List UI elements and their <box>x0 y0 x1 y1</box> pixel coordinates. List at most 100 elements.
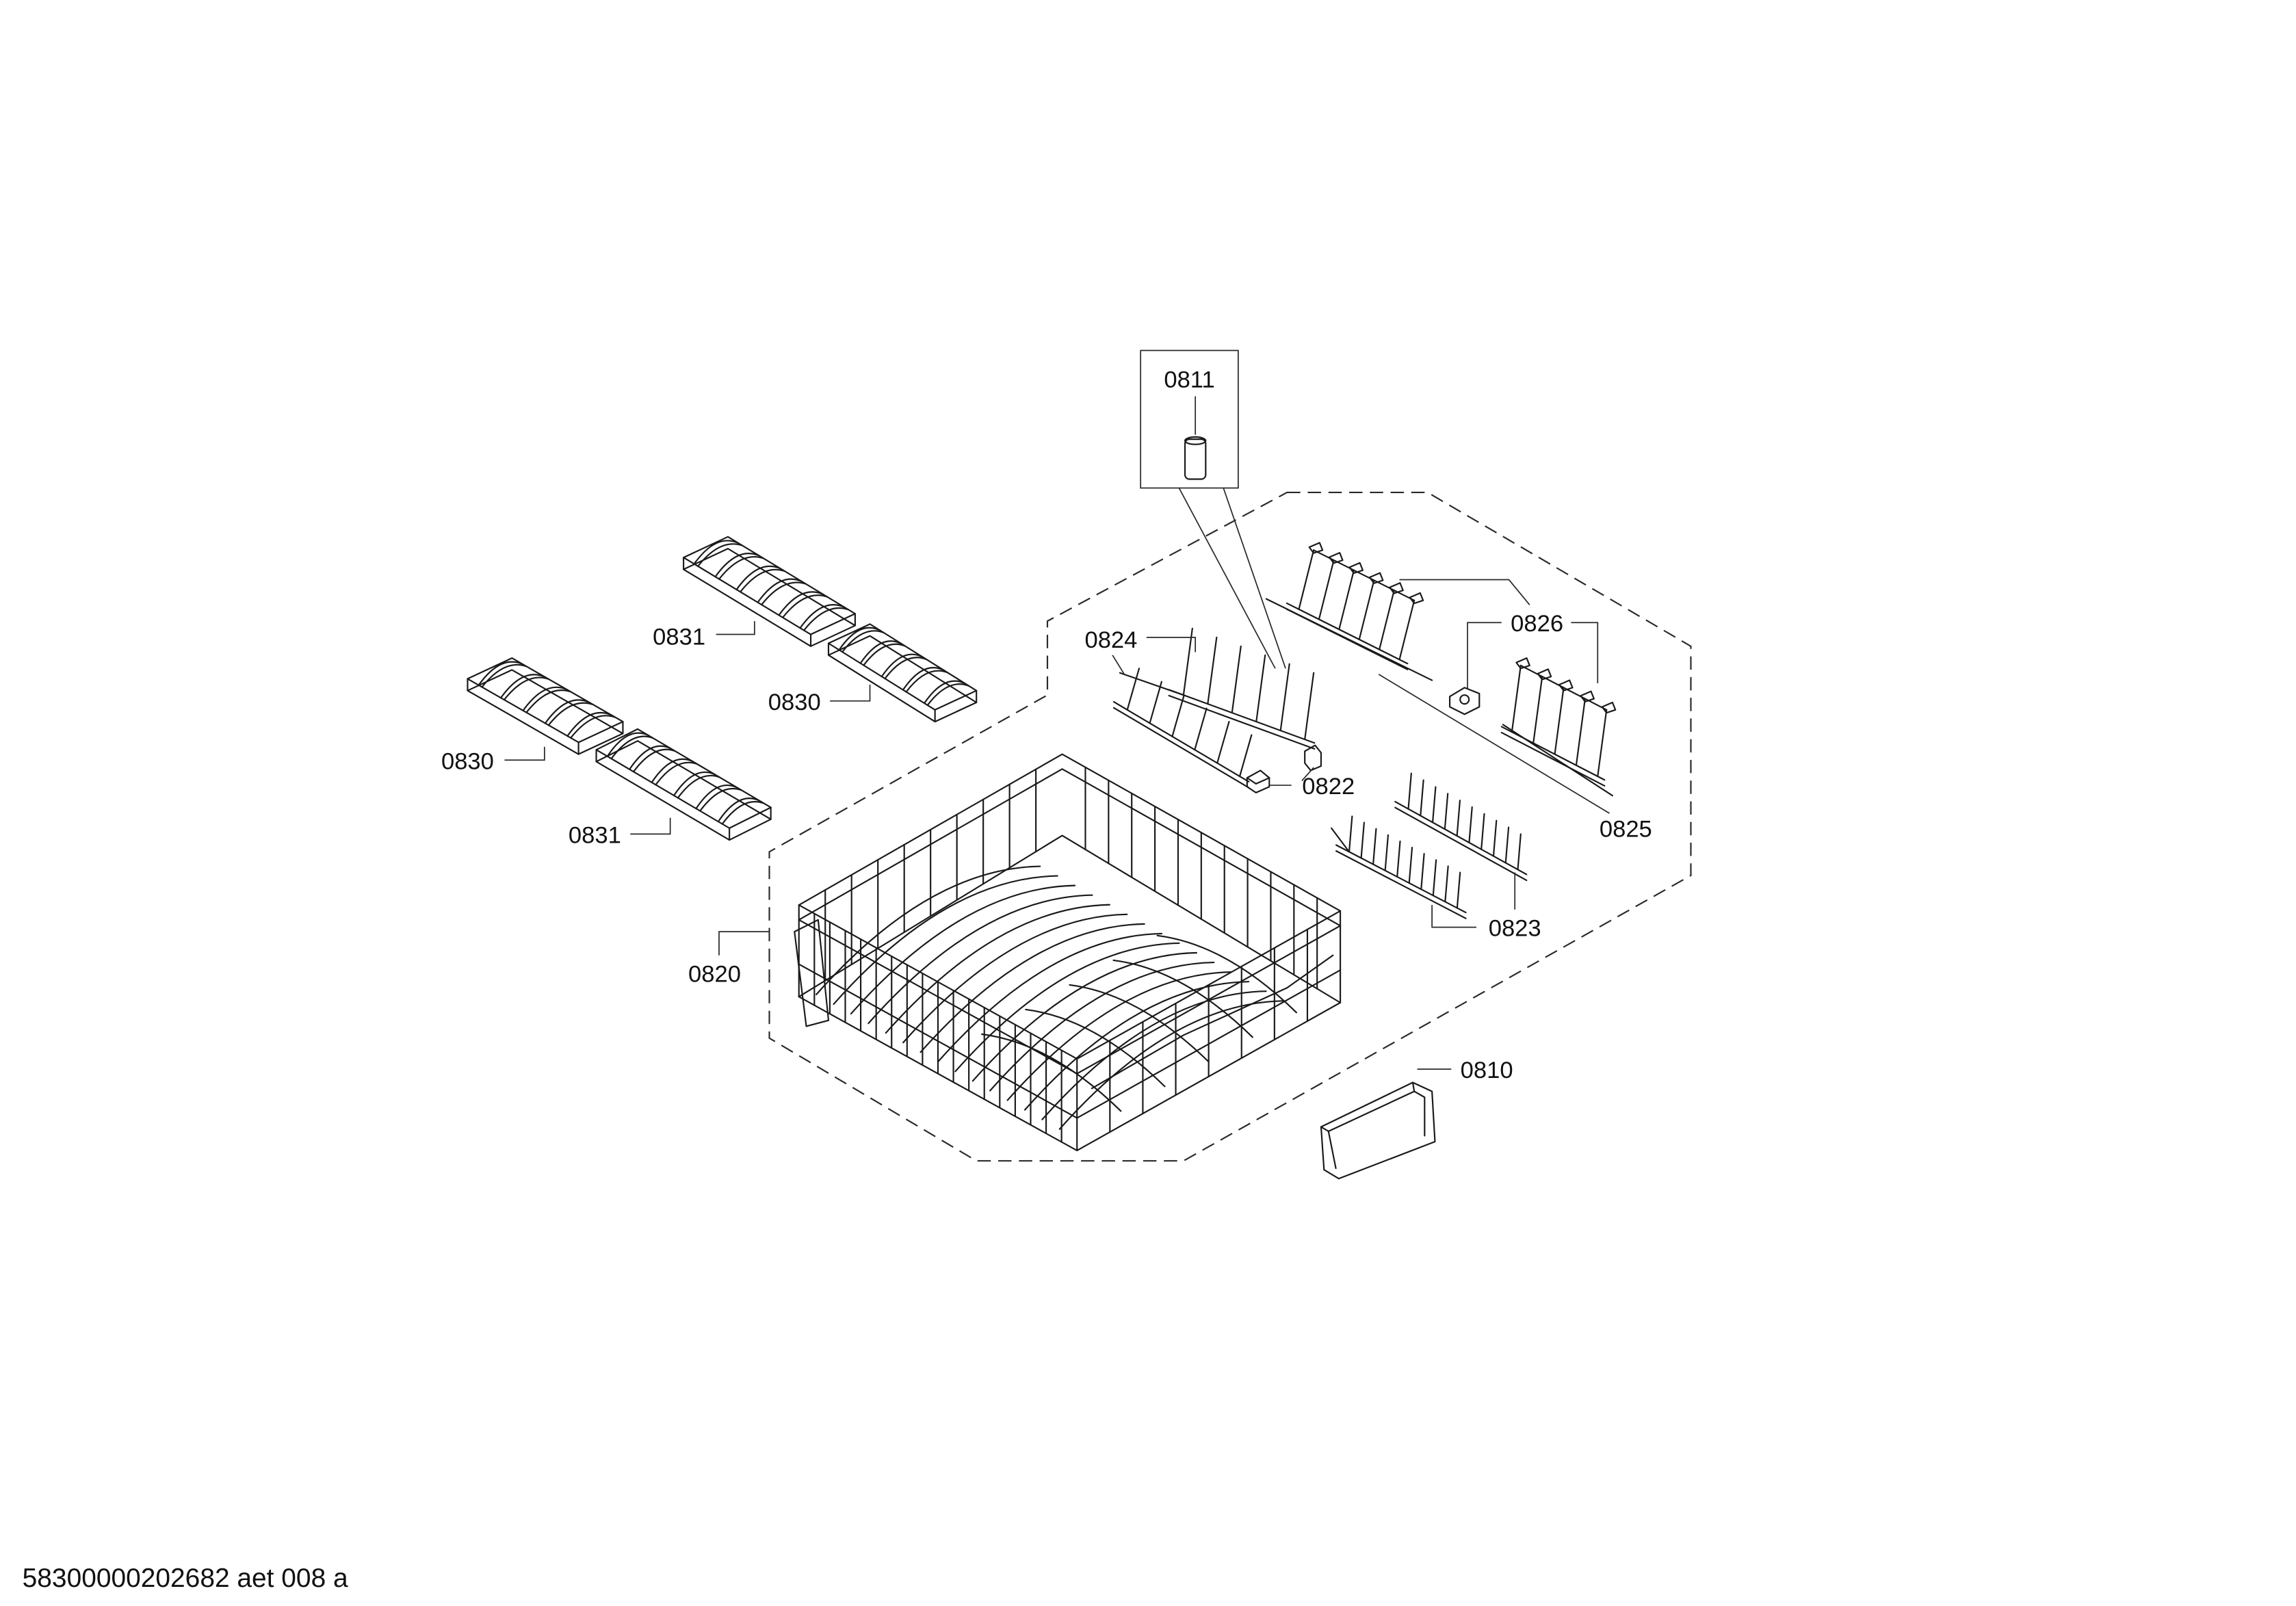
rack-clip <box>1389 582 1404 594</box>
rack-tine <box>1207 636 1218 705</box>
rack-clip <box>1348 562 1364 575</box>
basket-inner-bottom-edge <box>798 834 1342 1003</box>
pin-body <box>1184 438 1207 480</box>
rack-rail <box>1335 850 1467 919</box>
rack-tine <box>1318 559 1335 620</box>
tray-arch <box>651 758 694 783</box>
tray-arch <box>880 653 924 678</box>
rack-rail <box>1112 701 1250 782</box>
rack-clip <box>1601 701 1617 714</box>
tray-arch <box>544 699 590 724</box>
clip-edge <box>1255 777 1270 785</box>
leader-0830-upper <box>830 685 871 702</box>
drawing-id-footer: 58300000202682 aet 008 a <box>23 1564 348 1593</box>
tray-arch <box>655 761 699 786</box>
rack-tine <box>1492 819 1498 857</box>
part-0824-tine-racks <box>1112 627 1316 789</box>
rack-tine <box>1379 590 1395 650</box>
callout-0830-upper: 0830 <box>768 689 821 715</box>
part-0820-basket <box>794 753 1342 1152</box>
rack-clip <box>1537 668 1552 681</box>
rack-rail <box>1500 726 1606 781</box>
box-rim <box>1411 1081 1416 1092</box>
basket-plate-tine <box>902 913 1128 1044</box>
rack-tine <box>1338 569 1355 631</box>
callout-0820: 0820 <box>688 962 741 988</box>
tray-arch <box>902 667 945 691</box>
basket-plate-tine <box>1023 981 1250 1111</box>
basket-plate-tine <box>885 904 1110 1034</box>
basket-front-rail <box>1091 954 1334 1090</box>
clip-0822-lower <box>1246 769 1270 793</box>
rack-rail <box>1168 689 1316 744</box>
leader-0826-top <box>1399 579 1530 605</box>
rack-tine <box>1231 645 1242 714</box>
basket-plate-tine <box>1006 971 1232 1101</box>
rack-clip <box>1409 592 1424 605</box>
basket-plate-tine <box>816 865 1041 996</box>
rack-tine <box>1575 698 1586 766</box>
basket-bottom-rail <box>798 996 1342 1152</box>
rack-tine <box>1216 721 1230 764</box>
part-0810-box <box>1320 1081 1436 1180</box>
rack-tine <box>1171 694 1185 737</box>
tray-arch <box>863 643 906 666</box>
clip-edge <box>1246 777 1257 785</box>
basket-side-tine <box>1025 1008 1166 1088</box>
rack-tine <box>1468 806 1473 843</box>
callout-0810: 0810 <box>1461 1057 1513 1083</box>
basket-plate-tine <box>919 923 1145 1053</box>
rack-clip <box>1368 572 1384 584</box>
callout-0825: 0825 <box>1600 817 1652 843</box>
rack-rail <box>1394 800 1528 876</box>
rack-tine <box>1298 549 1315 610</box>
tray-arch <box>714 553 761 578</box>
tray-arch <box>757 578 803 603</box>
rack-tine <box>1384 834 1390 871</box>
leader-0826-right <box>1571 622 1599 683</box>
rack-clip <box>1558 679 1574 692</box>
basket-plate-tine <box>989 961 1215 1092</box>
rack-long-rail <box>1502 724 1613 797</box>
rack-rail <box>1112 707 1250 789</box>
rack-tine <box>1456 800 1461 837</box>
leader-0831-upper <box>716 621 755 635</box>
rack-tine <box>1456 871 1461 909</box>
callout-0831-upper: 0831 <box>653 624 705 650</box>
tray-arch <box>799 604 846 629</box>
rack-tine <box>1432 859 1437 897</box>
tray-arch <box>566 712 613 737</box>
callout-0822: 0822 <box>1302 774 1355 800</box>
part-0822-0825-clips <box>1246 687 1480 793</box>
leader-0831-lower <box>630 817 671 835</box>
basket-plate-tine <box>867 894 1093 1025</box>
tray-arch <box>693 540 740 565</box>
basket-plate-tine <box>833 875 1058 1005</box>
callout-0811: 0811 <box>1164 367 1214 393</box>
rack-tine <box>1444 793 1449 830</box>
tray-arch <box>695 785 739 810</box>
box-outline <box>1320 1081 1436 1180</box>
detail-wedge-left <box>1178 488 1276 669</box>
rack-tine <box>1480 813 1485 850</box>
rack-clip <box>1328 552 1344 564</box>
leader-0820 <box>718 931 770 956</box>
rack-tine <box>1279 663 1290 732</box>
part-0811-pin <box>1184 436 1207 480</box>
rack-rail <box>1168 694 1316 750</box>
box-rim <box>1320 1126 1329 1133</box>
tray-arch <box>632 748 676 773</box>
assembly-boundary-dashed <box>768 491 1692 1162</box>
rack-clip <box>1308 542 1324 554</box>
leader-0825 <box>1378 674 1610 814</box>
rack-tine <box>1372 828 1377 865</box>
box-inner-edge <box>1327 1090 1426 1137</box>
basket-second-rim <box>798 768 1342 1075</box>
tray-arch <box>926 683 970 707</box>
rack-tine <box>1358 579 1375 640</box>
basket-side-tine <box>1156 934 1298 1014</box>
callout-0824: 0824 <box>1084 627 1137 653</box>
tray-base <box>827 635 978 723</box>
rack-tine <box>1360 821 1365 859</box>
